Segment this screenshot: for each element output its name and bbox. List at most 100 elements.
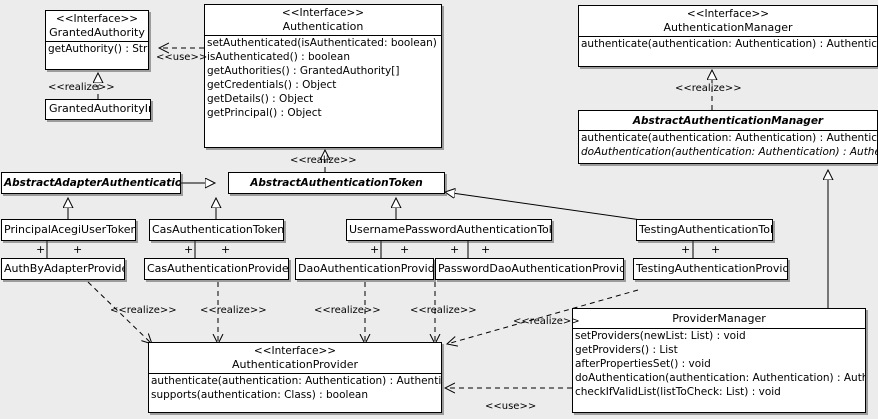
operation-row: setAuthenticated(isAuthenticated: boolea…: [207, 37, 441, 49]
class-header: AuthByAdapterProvider: [2, 259, 124, 279]
class-name-label: GrantedAuthority: [49, 26, 145, 39]
class-name-label: AuthenticationProvider: [231, 358, 359, 371]
operation-row: supports(authentication: Class) : boolea…: [151, 389, 368, 401]
stereotype-label: <<Interface>>: [686, 8, 770, 20]
multiplicity-plus: +: [481, 243, 491, 256]
class-testing-authentication-provider[interactable]: TestingAuthenticationProvider: [633, 258, 788, 280]
class-abstract-authentication-token[interactable]: AbstractAuthenticationToken: [228, 172, 445, 194]
class-name-label: UsernamePasswordAuthenticationToken: [349, 223, 552, 236]
class-name-label: AbstractAuthenticationManager: [632, 115, 824, 127]
multiplicity-plus: +: [681, 243, 691, 256]
multiplicity-plus: +: [221, 243, 231, 256]
class-header: UsernamePasswordAuthenticationToken: [347, 220, 551, 240]
multiplicity-plus: +: [370, 243, 380, 256]
operations-compartment: setAuthenticated(isAuthenticated: boolea…: [205, 36, 441, 120]
compartment-divider: [573, 328, 865, 329]
compartment-divider: [205, 35, 441, 36]
stereotype-label: <<Interface>>: [253, 345, 337, 357]
operations-compartment: setProviders(newList: List) : void getPr…: [573, 329, 865, 399]
label-realize-authentication-token: <<realize>>: [290, 155, 357, 166]
operation-row: getPrincipal() : Object: [207, 107, 322, 119]
class-authentication[interactable]: <<Interface>> Authentication setAuthenti…: [204, 4, 442, 148]
operation-row: authenticate(authentication: Authenticat…: [581, 38, 878, 50]
operations-compartment: authenticate(authentication: Authenticat…: [579, 37, 877, 51]
class-authentication-manager[interactable]: <<Interface>> AuthenticationManager auth…: [578, 5, 878, 67]
class-name-label: AuthByAdapterProvider: [4, 262, 125, 275]
multiplicity-plus: +: [184, 243, 194, 256]
class-name-label: AuthenticationManager: [663, 21, 793, 34]
class-dao-authentication-provider[interactable]: DaoAuthenticationProvider: [295, 258, 434, 280]
class-header: <<Interface>> AuthenticationProvider: [149, 343, 441, 373]
label-realize-provider-manager: <<realize>>: [513, 316, 580, 327]
class-header: <<Interface>> Authentication: [205, 5, 441, 35]
multiplicity-plus: +: [450, 243, 460, 256]
multiplicity-plus: +: [400, 243, 410, 256]
class-principal-acegi-user-token[interactable]: PrincipalAcegiUserToken: [1, 219, 136, 241]
class-header: <<Interface>> AuthenticationManager: [579, 6, 877, 36]
class-testing-authentication-token[interactable]: TestingAuthenticationToken: [636, 219, 773, 241]
class-cas-authentication-provider[interactable]: CasAuthenticationProvider: [144, 258, 289, 280]
class-authentication-provider[interactable]: <<Interface>> AuthenticationProvider aut…: [148, 342, 442, 413]
class-name-label: AbstractAdapterAuthenticationToken: [4, 177, 180, 189]
operation-row: setProviders(newList: List) : void: [575, 330, 746, 342]
label-realize-abstract-authentication-manager: <<realize>>: [675, 83, 742, 94]
label-realize-password-dao-provider: <<realize>>: [410, 305, 477, 316]
class-header: PasswordDaoAuthenticationProvider: [436, 259, 623, 279]
operation-row: getDetails() : Object: [207, 93, 314, 105]
class-auth-by-adapter-provider[interactable]: AuthByAdapterProvider: [1, 258, 125, 280]
operations-compartment: authenticate(authentication: Authenticat…: [579, 131, 877, 159]
compartment-divider: [46, 41, 148, 42]
class-name-label: DaoAuthenticationProvider: [298, 262, 434, 275]
class-granted-authority-impl[interactable]: GrantedAuthorityImpl: [45, 99, 151, 120]
multiplicity-plus: +: [711, 243, 721, 256]
class-name-label: PrincipalAcegiUserToken: [4, 223, 136, 236]
operation-row: getAuthorities() : GrantedAuthority[]: [207, 65, 400, 77]
class-abstract-adapter-authentication-token[interactable]: AbstractAdapterAuthenticationToken: [1, 172, 181, 194]
class-header: AbstractAdapterAuthenticationToken: [2, 173, 180, 193]
label-realize-cas-provider: <<realize>>: [200, 305, 267, 316]
label-realize-auth-by-adapter: <<realize>>: [110, 305, 177, 316]
operation-row: checkIfValidList(listToCheck: List) : vo…: [575, 386, 781, 398]
operation-row: authenticate(authentication: Authenticat…: [151, 375, 442, 387]
class-username-password-authentication-token[interactable]: UsernamePasswordAuthenticationToken: [346, 219, 552, 241]
class-header: CasAuthenticationProvider: [145, 259, 288, 279]
compartment-divider: [149, 373, 441, 374]
class-name-label: TestingAuthenticationProvider: [636, 262, 788, 275]
class-name-label: AbstractAuthenticationToken: [250, 177, 423, 189]
class-name-label: PasswordDaoAuthenticationProvider: [438, 262, 624, 275]
class-header: DaoAuthenticationProvider: [296, 259, 433, 279]
class-name-label: Authentication: [282, 20, 364, 33]
class-name-label: CasAuthenticationProvider: [147, 262, 289, 275]
class-header: PrincipalAcegiUserToken: [2, 220, 135, 240]
class-abstract-authentication-manager[interactable]: AbstractAuthenticationManager authentica…: [578, 110, 878, 164]
operation-row: authenticate(authentication: Authenticat…: [581, 132, 878, 144]
class-header: TestingAuthenticationProvider: [634, 259, 787, 279]
class-header: AbstractAuthenticationManager: [579, 111, 877, 130]
class-header: <<Interface>> GrantedAuthority: [46, 11, 148, 41]
class-granted-authority[interactable]: <<Interface>> GrantedAuthority getAuthor…: [45, 10, 149, 70]
compartment-divider: [579, 36, 877, 37]
operation-row: doAuthentication(authentication: Authent…: [581, 146, 877, 158]
stereotype-label: <<Interface>>: [281, 7, 365, 19]
label-realize-dao-provider: <<realize>>: [314, 305, 381, 316]
class-header: ProviderManager: [573, 309, 865, 328]
class-name-label: ProviderManager: [672, 312, 766, 325]
class-header: GrantedAuthorityImpl: [46, 100, 150, 118]
operation-row: isAuthenticated() : boolean: [207, 51, 350, 63]
class-provider-manager[interactable]: ProviderManager setProviders(newList: Li…: [572, 308, 866, 413]
multiplicity-plus: +: [36, 243, 46, 256]
operation-row: getProviders() : List: [575, 344, 678, 356]
stereotype-label: <<Interface>>: [55, 13, 139, 25]
operation-row: afterPropertiesSet() : void: [575, 358, 711, 370]
class-cas-authentication-token[interactable]: CasAuthenticationToken: [149, 219, 284, 241]
label-realize-granted-authority-impl: <<realize>>: [48, 82, 115, 93]
operations-compartment: getAuthority() : String: [46, 42, 148, 56]
operation-row: getCredentials() : Object: [207, 79, 337, 91]
compartment-divider: [579, 130, 877, 131]
operation-row: getAuthority() : String: [48, 43, 148, 55]
class-password-dao-authentication-provider[interactable]: PasswordDaoAuthenticationProvider: [435, 258, 624, 280]
class-name-label: GrantedAuthorityImpl: [49, 102, 150, 115]
class-header: AbstractAuthenticationToken: [229, 173, 444, 193]
label-use-provider-manager: <<use>>: [485, 401, 537, 412]
